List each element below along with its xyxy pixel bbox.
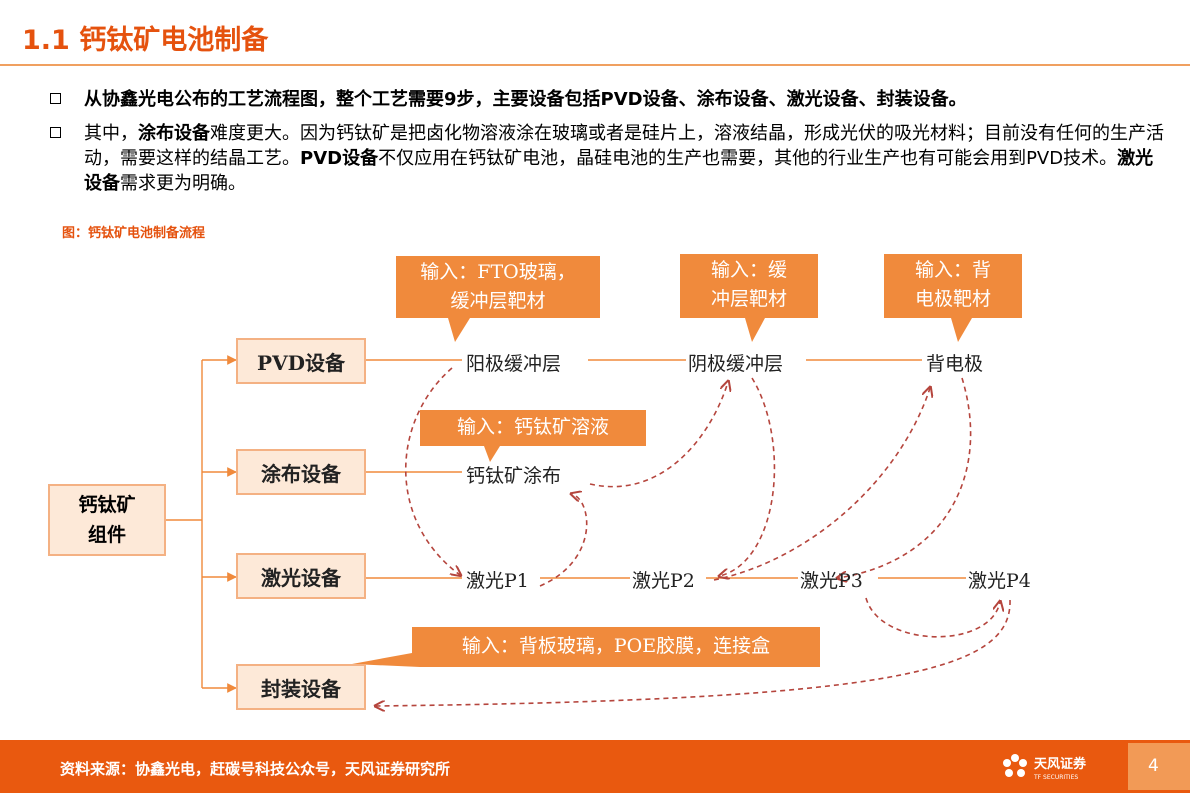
- sequence-arrows: [376, 367, 1011, 706]
- step-laser-p2: 激光P2: [632, 570, 695, 592]
- component-line1: 钙钛矿: [78, 494, 136, 516]
- bullet-square-icon: [50, 127, 61, 138]
- callout-back-electrode: [884, 254, 1022, 342]
- step-back-electrode: 背电极: [926, 353, 984, 375]
- bracket-connector: [166, 355, 237, 693]
- callout-fto-text: 输入：FTO玻璃， 缓冲层靶材: [396, 258, 600, 316]
- footer-bar: [0, 740, 1190, 793]
- process-lines: [366, 359, 966, 579]
- callout-packaging-text: 输入：背板玻璃，POE胶膜，连接盒: [461, 635, 771, 657]
- step-cathode-buffer: 阴极缓冲层: [688, 353, 784, 375]
- step-anode-buffer: 阳极缓冲层: [466, 353, 562, 375]
- callout-perovskite-solution: [420, 410, 646, 462]
- bullet-2-part3: 不仅应用在钙钛矿电池，晶硅电池的生产也需要，其他的行业生产也有可能会用到PVD技…: [378, 148, 1118, 169]
- laser-equipment-box: 激光设备: [236, 553, 366, 599]
- title-divider: [0, 64, 1190, 66]
- callout-fto: [396, 256, 600, 342]
- coating-equipment-box: 涂布设备: [236, 449, 366, 495]
- logo-text: 天风证券: [1034, 757, 1087, 772]
- keyword-coating: 涂布设备: [138, 123, 210, 144]
- bullet-square-icon: [50, 93, 61, 104]
- bullet-2-text: 其中，涂布设备难度更大。因为钙钛矿是把卤化物溶液涂在玻璃或者是硅片上，溶液结晶，…: [84, 121, 1164, 196]
- footer-corner-block: [1128, 743, 1190, 790]
- footer-source: 资料来源：协鑫光电，赶碳号科技公众号，天风证券研究所: [60, 760, 451, 778]
- pvd-equipment-box: PVD设备: [236, 338, 366, 384]
- step-laser-p4: 激光P4: [968, 570, 1031, 592]
- callout-back-line2: 电极靶材: [914, 288, 991, 310]
- flower-logo-icon: [1003, 754, 1027, 777]
- step-laser-p3: 激光P3: [800, 570, 863, 592]
- logo-sub: TF SECURITIES: [1034, 774, 1079, 781]
- bullet-2-part1: 其中，: [84, 123, 138, 144]
- tf-securities-logo: 天风证券 TF SECURITIES: [1000, 752, 1086, 782]
- component-line2: 组件: [87, 524, 126, 546]
- callout-cathode-buffer: [680, 254, 818, 342]
- keyword-pvd: PVD设备: [300, 148, 379, 169]
- callout-solution-text: 输入：钙钛矿溶液: [456, 416, 609, 438]
- callout-back-line1: 输入：背: [914, 259, 991, 281]
- step-laser-p1: 激光P1: [466, 570, 529, 592]
- page-number: 4: [1148, 756, 1159, 776]
- callout-back-text: 输入：背 电极靶材: [884, 256, 1022, 314]
- perovskite-component-box: 钙钛矿 组件: [48, 484, 166, 556]
- callout-fto-line1: 输入：FTO玻璃，: [420, 261, 576, 283]
- bullet-2-part2: 难度更大。因为钙钛矿是把卤化物溶液涂在玻璃或者是硅片上，溶液结晶，形成光伏的吸光…: [84, 123, 1164, 169]
- bullet-1-text: 从协鑫光电公布的工艺流程图，整个工艺需要9步，主要设备包括PVD设备、涂布设备、…: [84, 89, 967, 110]
- keyword-laser: 激光设备: [84, 148, 1154, 194]
- callout-cathode-line1: 输入：缓: [710, 259, 787, 281]
- page-title: 1.1 钙钛矿电池制备: [22, 25, 269, 56]
- callout-cathode-line2: 冲层靶材: [710, 288, 787, 310]
- callout-fto-line2: 缓冲层靶材: [450, 290, 546, 312]
- packaging-equipment-box: 封装设备: [236, 664, 366, 710]
- step-perovskite-coating: 钙钛矿涂布: [466, 465, 562, 487]
- callout-cathode-text: 输入：缓 冲层靶材: [680, 256, 818, 314]
- bullet-2-part4: 需求更为明确。: [120, 173, 246, 194]
- figure-caption: 图：钙钛矿电池制备流程: [62, 226, 206, 241]
- callout-packaging-input: [352, 627, 820, 667]
